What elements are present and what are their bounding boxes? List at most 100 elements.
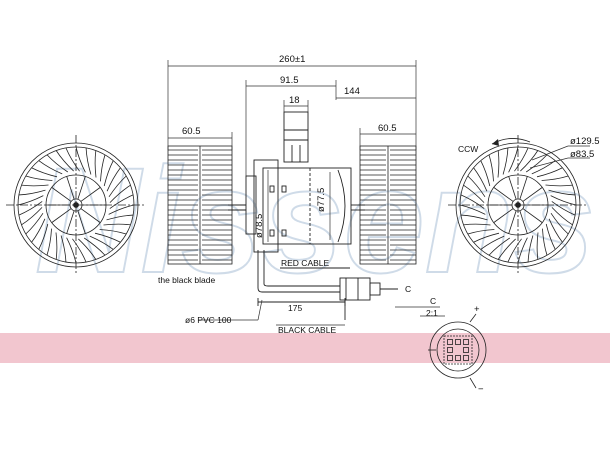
fan-spoke — [522, 187, 543, 202]
fan-blade — [467, 175, 486, 198]
dimension-texts: 260±1 91.5 144 18 60.5 60.5 ø78.5 ø77.5 … — [158, 54, 600, 395]
fan-blade — [21, 207, 43, 226]
fan-blade — [520, 150, 539, 172]
fan-blade — [541, 175, 569, 181]
fan-blade — [72, 238, 87, 263]
connector-pin — [455, 355, 461, 361]
watermark-logo: Nissens — [35, 136, 595, 304]
fan-blade — [488, 237, 511, 256]
fan-blade — [473, 232, 500, 243]
red-cable-label: RED CABLE — [281, 258, 330, 268]
dim-motor-diameter: ø78.5 — [254, 214, 265, 238]
dim-left-fan-width: 60.5 — [182, 126, 201, 137]
fan-spoke — [80, 208, 101, 223]
motor-body — [228, 111, 365, 253]
dim-right-fan-width: 60.5 — [378, 123, 397, 134]
fan-blade — [502, 147, 509, 175]
dim-shaft-block: 18 — [289, 95, 300, 106]
fan-blade — [480, 235, 505, 250]
fan-blade — [103, 223, 131, 226]
fan-blade — [548, 189, 576, 196]
fan-spoke — [519, 210, 528, 234]
fan-blade — [551, 201, 576, 216]
connector-pin — [455, 339, 461, 345]
fan-blade — [21, 184, 49, 187]
fan-blade — [106, 214, 134, 221]
fan-blade — [497, 150, 500, 178]
fan-blade — [459, 204, 486, 215]
fan-blade — [18, 189, 46, 196]
fan-blade — [548, 218, 563, 243]
fan-spoke — [508, 210, 517, 234]
pvc-note: ø6 PVC 100 — [185, 315, 232, 325]
fan-spoke — [51, 187, 72, 202]
connector-detail — [428, 313, 487, 389]
cables — [257, 250, 398, 320]
fan-blade — [545, 223, 556, 250]
fan-blade — [542, 228, 548, 256]
connector-ref: C — [405, 284, 411, 294]
detail-scale: 2:1 — [426, 308, 438, 318]
fan-spoke — [66, 210, 75, 234]
fan-blade — [31, 167, 58, 178]
fan-blade — [55, 232, 58, 260]
fan-blade — [17, 195, 44, 206]
dim-fan-outer-diameter: ø129.5 — [570, 136, 600, 147]
fan-blade — [75, 146, 86, 173]
fan-blade — [94, 232, 121, 243]
pink-band — [0, 333, 610, 363]
fan-blade — [46, 154, 69, 173]
dimension-lines — [167, 60, 590, 326]
fan-blade — [108, 175, 127, 198]
connector-pin — [463, 355, 469, 361]
fan-blade — [480, 160, 491, 187]
dim-overall-width: 260±1 — [279, 54, 305, 65]
fan-blade — [89, 235, 114, 250]
fan-blade — [66, 237, 77, 264]
plus-terminal: + — [474, 304, 480, 315]
fan-blade — [507, 238, 522, 263]
dim-right-span: 144 — [344, 86, 360, 97]
fan-blade — [109, 184, 131, 203]
fan-blade — [527, 235, 534, 263]
fan-spoke — [493, 208, 514, 223]
connector-pin — [447, 347, 453, 353]
right-fan-front-view — [448, 135, 588, 275]
dim-housing-diameter: ø77.5 — [316, 188, 327, 212]
fan-blade — [25, 212, 44, 235]
left-fan-front-view — [6, 135, 146, 275]
fan-blade — [536, 232, 539, 260]
ccw-arrow-head-icon — [492, 139, 499, 146]
black-cable-label: BLACK CABLE — [278, 325, 336, 335]
fan-blade — [550, 195, 577, 206]
fan-blade — [38, 160, 63, 175]
fan-blade — [517, 237, 528, 264]
fan-blade — [525, 154, 548, 173]
fan-spoke — [51, 208, 72, 223]
fan-blade — [25, 175, 53, 181]
connector-pin — [447, 339, 453, 345]
fan-blade — [60, 235, 67, 263]
fan-blade — [106, 167, 121, 192]
fan-blade — [514, 147, 529, 172]
fan-blade — [536, 167, 563, 178]
fan-blade — [65, 147, 80, 172]
fan-blade — [545, 184, 573, 187]
fan-blade — [100, 154, 106, 182]
fan-blade — [108, 204, 135, 215]
connector-pin — [463, 339, 469, 345]
fan-blade — [99, 229, 127, 235]
connector-pin — [463, 347, 469, 353]
left-fan-side-view — [167, 145, 233, 265]
fan-blade — [85, 147, 92, 175]
fan-blade — [31, 218, 46, 243]
dim-motor-width: 91.5 — [280, 75, 299, 86]
detail-title: C — [430, 296, 436, 306]
minus-terminal: − — [478, 384, 484, 395]
fan-spoke — [80, 187, 101, 202]
blade-note: the black blade — [158, 275, 215, 285]
fan-spoke — [522, 208, 543, 223]
fan-blade — [550, 212, 569, 235]
